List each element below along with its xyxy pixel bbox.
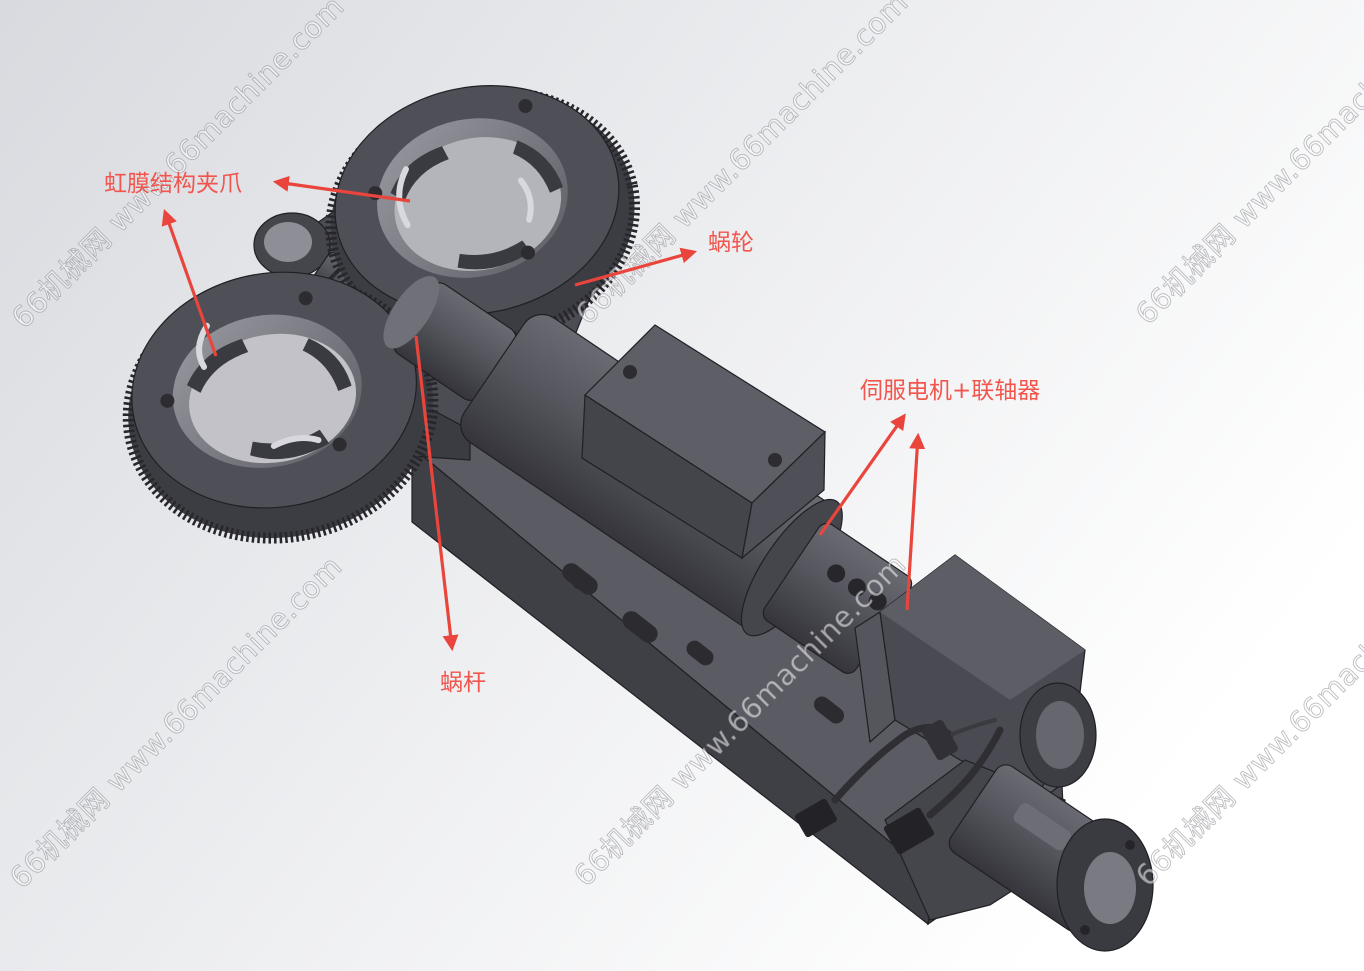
mount-slot [686, 640, 714, 666]
upper-iris-slot [517, 177, 534, 223]
lower-iris-slot [270, 434, 322, 449]
upper-iris-gripper [325, 85, 641, 349]
motor-terminal-box [581, 324, 826, 560]
mechanical-model [122, 85, 1154, 952]
lower-iris-jaw [302, 338, 352, 391]
coupling-hole [827, 564, 846, 583]
lower-ring-screw [160, 393, 175, 408]
label-servo-motor-coupling: 伺服电机+联轴器 [860, 378, 1040, 404]
lower-ring-opening [189, 333, 357, 464]
motor-shaft-collar-face [383, 275, 440, 349]
coupling-hole [868, 592, 887, 611]
worm-shaft-end-face [264, 222, 312, 262]
lower-ring-screw [298, 291, 313, 306]
mount-slot [813, 696, 845, 724]
upper-ring-opening [394, 137, 562, 271]
coupling-hole [847, 578, 866, 597]
label-worm: 蜗杆 [440, 670, 486, 696]
lower-ring-screw [332, 437, 347, 452]
arrow-coupling [818, 413, 906, 536]
arrow-gripper-upper [272, 175, 411, 203]
terminal-box-screw [768, 453, 782, 467]
arrow-worm [414, 335, 459, 652]
lower-iris-jaw [186, 338, 249, 393]
arrow-servo-motor [905, 432, 926, 611]
bolt-hole [573, 579, 583, 589]
label-worm-wheel: 蜗轮 [708, 230, 754, 256]
arrow-gripper-lower [161, 208, 218, 357]
end-block [884, 759, 1154, 952]
upper-iris-jaw [457, 240, 531, 270]
upper-iris-jaw [513, 140, 564, 193]
power-connector [883, 807, 935, 855]
servo-motor [854, 554, 1097, 791]
terminal-box-screw [623, 365, 637, 379]
upper-ring-screw [518, 98, 533, 113]
annotation-arrows [161, 175, 926, 652]
tube-screw [1080, 925, 1090, 935]
output-tube-slot [1013, 803, 1072, 851]
label-iris-gripper: 虹膜结构夹爪 [104, 171, 242, 197]
upper-iris-slot [396, 166, 411, 229]
servo-end-cap [1036, 701, 1084, 769]
terminal-box-side [741, 430, 826, 560]
mount-slot [622, 611, 658, 643]
arrow-worm-wheel [574, 247, 698, 287]
upper-iris-jaw [390, 146, 449, 202]
lower-iris-gripper [122, 271, 439, 544]
annotation-labels: 虹膜结构夹爪 蜗轮 伺服电机+联轴器 蜗杆 [104, 171, 1040, 696]
lower-iris-slot [196, 322, 210, 370]
output-tube-bore [1084, 852, 1136, 924]
servo-housing-top [880, 555, 1085, 700]
encoder-connector [795, 798, 837, 838]
mount-slot [562, 563, 598, 595]
upper-ring-screw [520, 245, 535, 260]
wiring [795, 718, 1004, 855]
tube-screw [1125, 840, 1135, 850]
cable-clip [922, 719, 958, 761]
power-cable [926, 726, 1004, 819]
signal-cable [948, 718, 997, 737]
